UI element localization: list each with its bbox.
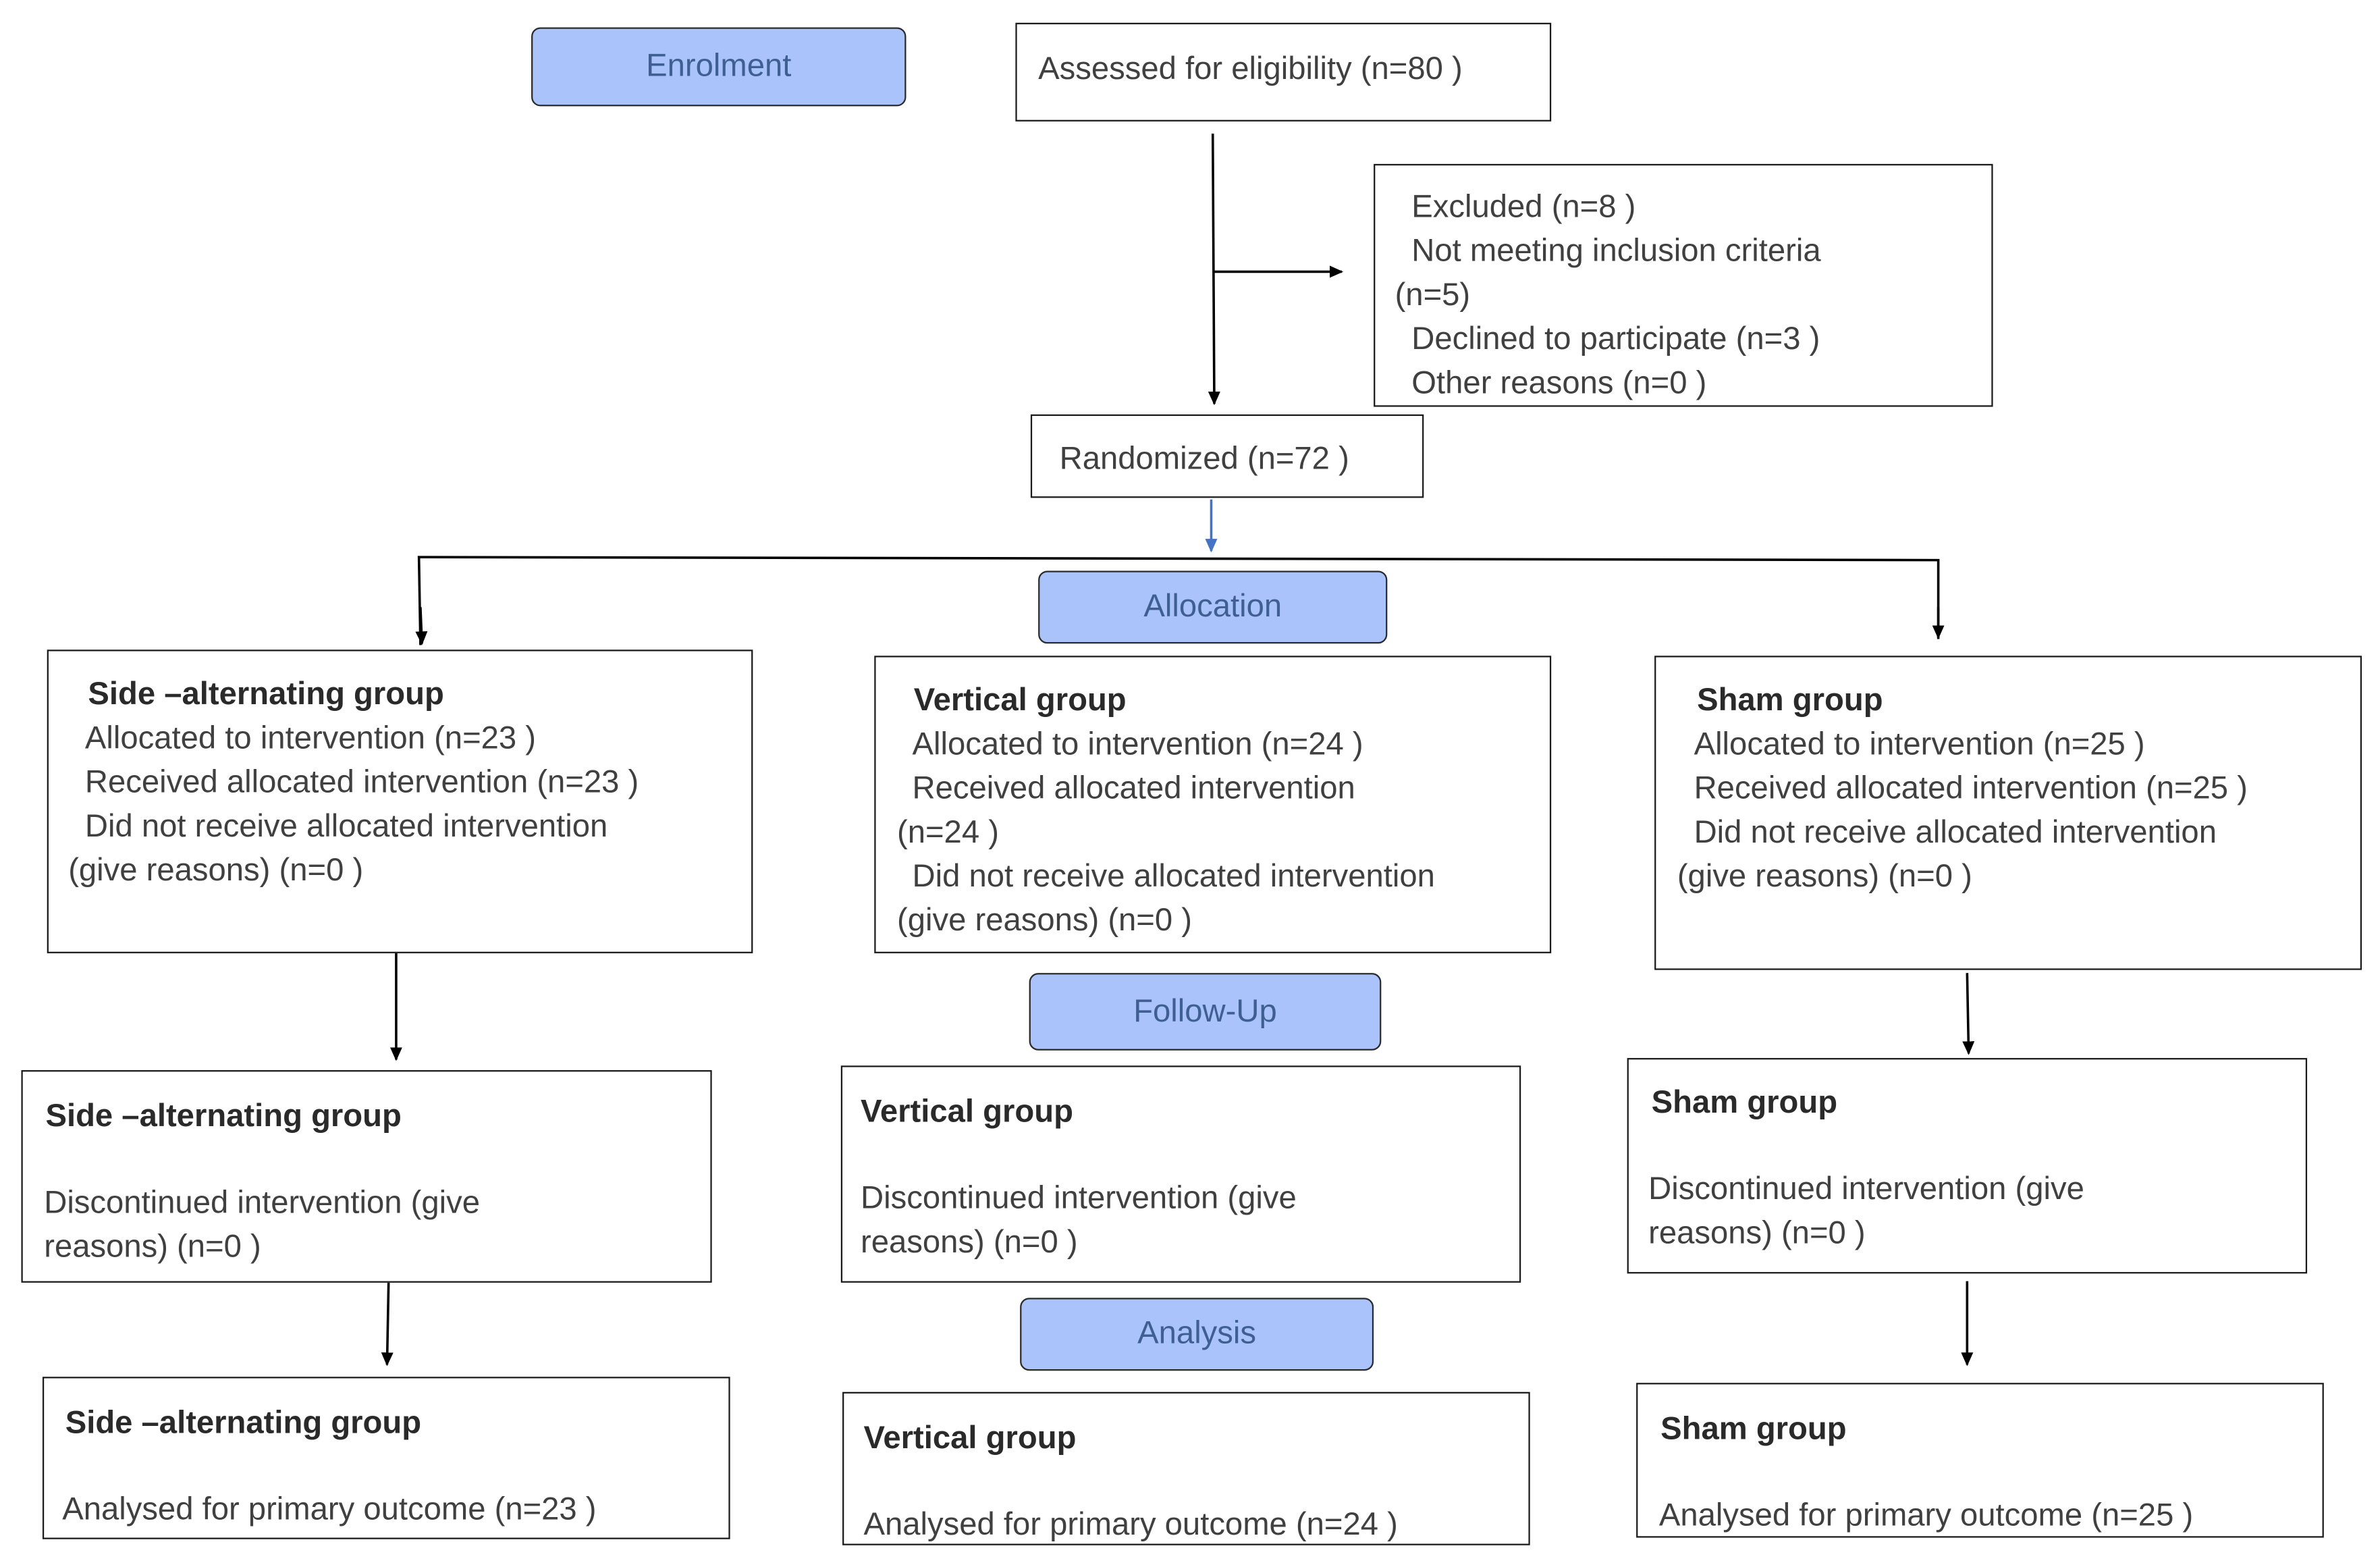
side-not-received: Did not receive allocated intervention	[84, 809, 608, 845]
vertical-allocated: Allocated to intervention (n=24 )	[912, 726, 1363, 762]
stage-enrolment: Enrolment	[531, 27, 907, 107]
sham-discontinued-reasons: reasons) (n=0 )	[1648, 1215, 1866, 1251]
vertical-analysed: Analysed for primary outcome (n=24 )	[863, 1507, 1398, 1543]
randomized-text: Randomized (n=72 )	[1059, 442, 1349, 477]
sham-allocation-box: Sham group Allocated to intervention (n=…	[1654, 656, 2362, 970]
assessed-text: Assessed for eligibility (n=80 )	[1038, 51, 1463, 87]
assessed-box: Assessed for eligibility (n=80 )	[1015, 22, 1552, 122]
stage-analysis: Analysis	[1020, 1298, 1374, 1371]
sham-received: Received allocated intervention (n=25 )	[1694, 771, 2248, 806]
sham-discontinued: Discontinued intervention (give	[1648, 1171, 2084, 1207]
sham-not-received: Did not receive allocated intervention	[1694, 815, 2217, 851]
vertical-discontinued-reasons: reasons) (n=0 )	[861, 1225, 1078, 1261]
vertical-followup-box: Vertical group Discontinued intervention…	[840, 1065, 1521, 1283]
vertical-allocation-title: Vertical group	[913, 683, 1127, 718]
side-discontinued-reasons: reasons) (n=0 )	[44, 1229, 261, 1265]
excluded-title: Excluded (n=8 )	[1411, 190, 1636, 225]
side-allocation-box: Side –alternating group Allocated to int…	[47, 649, 753, 953]
side-followup-box: Side –alternating group Discontinued int…	[21, 1070, 712, 1283]
vertical-allocation-box: Vertical group Allocated to intervention…	[874, 656, 1552, 953]
vertical-received-count: (n=24 )	[896, 815, 999, 851]
sham-followup-title: Sham group	[1651, 1085, 1838, 1121]
allocation-branch-line	[417, 556, 1940, 645]
side-received: Received allocated intervention (n=23 )	[84, 765, 639, 800]
side-analysis-title: Side –alternating group	[65, 1405, 422, 1441]
side-analysed: Analysed for primary outcome (n=23 )	[62, 1492, 597, 1527]
stage-allocation: Allocation	[1038, 571, 1388, 644]
stage-follow-up: Follow-Up	[1029, 973, 1382, 1051]
sham-followup-box: Sham group Discontinued intervention (gi…	[1627, 1058, 2308, 1274]
vertical-followup-title: Vertical group	[861, 1094, 1073, 1130]
arrow-assessed-to-randomized	[1208, 133, 1220, 406]
vertical-discontinued: Discontinued intervention (give	[861, 1181, 1297, 1216]
randomized-box: Randomized (n=72 )	[1030, 414, 1424, 498]
vertical-received: Received allocated intervention	[912, 771, 1355, 806]
sham-analysis-title: Sham group	[1660, 1411, 1847, 1447]
arrow-side-to-analysis	[381, 1282, 394, 1367]
sham-analysis-box: Sham group Analysed for primary outcome …	[1636, 1383, 2324, 1538]
excluded-other: Other reasons (n=0 )	[1411, 365, 1707, 401]
vertical-not-received-reasons: (give reasons) (n=0 )	[896, 903, 1193, 938]
vertical-analysis-box: Vertical group Analysed for primary outc…	[842, 1391, 1530, 1545]
sham-analysed: Analysed for primary outcome (n=25 )	[1658, 1498, 2194, 1533]
sham-not-received-reasons: (give reasons) (n=0 )	[1677, 859, 1972, 895]
excluded-not-meeting: Not meeting inclusion criteria	[1411, 234, 1821, 269]
arrow-sham-to-followup	[1962, 973, 1975, 1055]
excluded-declined: Declined to participate (n=3 )	[1411, 321, 1820, 357]
sham-allocated: Allocated to intervention (n=25 )	[1694, 726, 2145, 762]
side-followup-title: Side –alternating group	[45, 1098, 402, 1134]
side-not-received-reasons: (give reasons) (n=0 )	[68, 853, 364, 888]
arrow-to-side-group	[415, 607, 428, 645]
side-allocated: Allocated to intervention (n=23 )	[84, 720, 537, 756]
side-analysis-box: Side –alternating group Analysed for pri…	[42, 1377, 730, 1539]
excluded-not-meeting-count: (n=5)	[1395, 277, 1471, 313]
vertical-analysis-title: Vertical group	[863, 1421, 1077, 1456]
side-allocation-title: Side –alternating group	[88, 677, 444, 712]
side-discontinued: Discontinued intervention (give	[44, 1185, 480, 1221]
sham-allocation-title: Sham group	[1697, 683, 1883, 718]
vertical-not-received: Did not receive allocated intervention	[912, 859, 1435, 895]
excluded-box: Excluded (n=8 ) Not meeting inclusion cr…	[1374, 163, 1993, 407]
